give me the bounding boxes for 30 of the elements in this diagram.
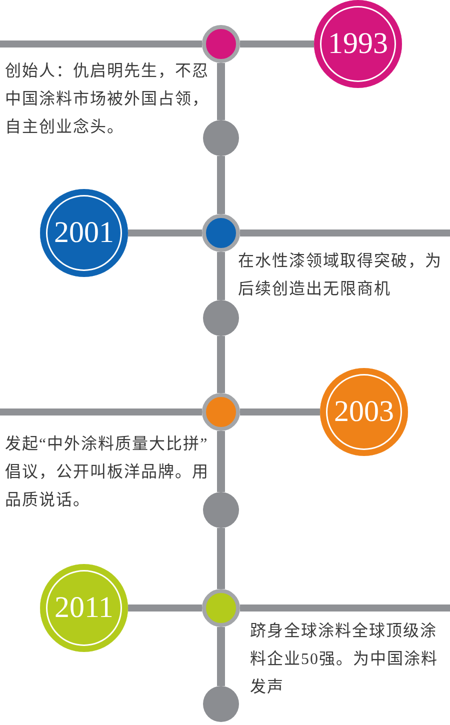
event-description: 在水性漆领域取得突破，为后续创造出无限商机 bbox=[238, 251, 443, 300]
year-circle: 2003 bbox=[320, 368, 408, 456]
timeline-dot bbox=[202, 589, 240, 627]
timeline-dot bbox=[203, 686, 239, 722]
event-description: 发起“中外涂料质量大比拼”倡议，公开叫板洋品牌。用品质说话。 bbox=[5, 434, 210, 511]
timeline-dot bbox=[203, 120, 239, 156]
timeline-line bbox=[217, 336, 225, 393]
connector-line bbox=[128, 604, 202, 612]
connector-line bbox=[128, 230, 202, 236]
year-circle: 2011 bbox=[40, 564, 128, 652]
timeline-dot bbox=[202, 214, 240, 252]
year-circle: 2001 bbox=[40, 189, 128, 277]
timeline-dot bbox=[203, 300, 239, 336]
timeline-line bbox=[217, 252, 225, 300]
timeline-line bbox=[217, 63, 225, 120]
event-description: 跻身全球涂料全球顶级涂料企业50强。为中国涂料发声 bbox=[250, 621, 439, 698]
connector-line bbox=[0, 40, 202, 48]
connector-line bbox=[240, 230, 450, 236]
connector-line bbox=[240, 40, 314, 48]
timeline-dot bbox=[203, 492, 239, 528]
connector-line bbox=[240, 604, 450, 612]
timeline-line bbox=[217, 627, 225, 686]
connector-line bbox=[0, 408, 202, 416]
connector-line bbox=[240, 408, 320, 416]
year-circle: 1993 bbox=[314, 0, 402, 88]
timeline-dot bbox=[202, 393, 240, 431]
timeline-line bbox=[217, 156, 225, 214]
timeline-dot bbox=[202, 25, 240, 63]
event-description: 创始人：仇启明先生，不忍中国涂料市场被外国占领，自主创业念头。 bbox=[5, 61, 210, 138]
timeline-line bbox=[217, 528, 225, 589]
